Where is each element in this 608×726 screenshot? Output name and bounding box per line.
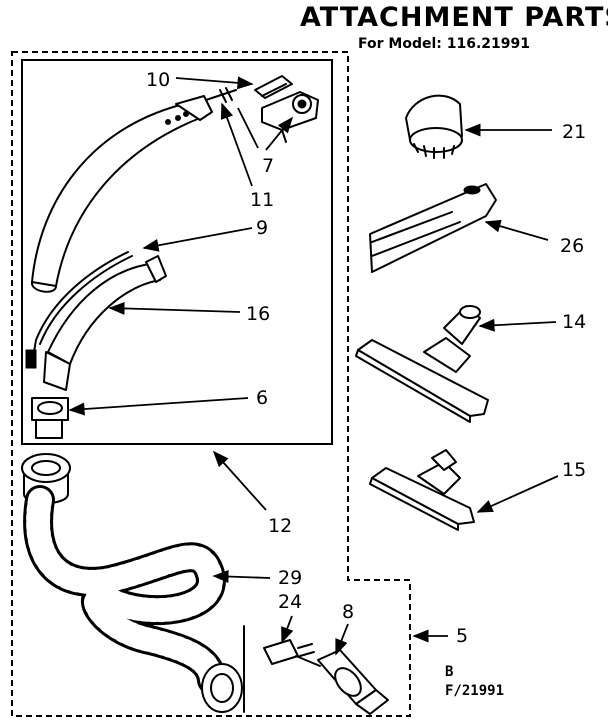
swivel-clamp-part (261, 91, 319, 143)
callout-15: 15 (562, 459, 586, 481)
wand-assembly-box (21, 59, 333, 445)
callout-10: 10 (146, 69, 170, 91)
coupling-part (31, 397, 69, 439)
callout-29: 29 (278, 567, 302, 589)
callout-7: 7 (262, 155, 274, 177)
callout-11: 11 (250, 189, 274, 211)
upholstery-tool-part (369, 183, 497, 273)
floor-brush-part (355, 305, 489, 423)
callout-6: 6 (256, 387, 268, 409)
connector-part (243, 625, 315, 713)
upper-wand-part (31, 95, 213, 293)
callout-26: 26 (560, 235, 584, 257)
flexible-hose-part (21, 453, 243, 713)
leader-16 (108, 301, 241, 315)
cord-clip-part (254, 75, 293, 99)
callout-21: 21 (562, 121, 586, 143)
leader-14 (478, 318, 557, 332)
callout-24: 24 (278, 591, 302, 613)
rug-tool-part (369, 449, 475, 531)
leader-15 (476, 475, 559, 513)
callout-8: 8 (342, 601, 354, 623)
power-cord-part (25, 251, 133, 369)
callout-16: 16 (246, 303, 270, 325)
leader-12 (212, 450, 267, 511)
leader-9 (142, 227, 253, 252)
leader-10 (175, 76, 254, 90)
hose-assembly-outline (11, 51, 411, 717)
leader-7 (265, 116, 294, 151)
model-subtitle: For Model: 116.21991 (358, 36, 530, 52)
leader-6 (68, 397, 249, 416)
screw-part (205, 87, 237, 103)
page-title: ATTACHMENT PARTS (300, 2, 608, 33)
leader-7a (237, 107, 259, 149)
leader-29 (212, 570, 271, 583)
leader-24 (281, 615, 294, 644)
callout-9: 9 (256, 217, 268, 239)
leader-26 (484, 219, 549, 241)
dusting-brush-part (405, 94, 463, 159)
diagram-code-line2: F/21991 (445, 683, 505, 699)
lower-wand-part (43, 255, 167, 391)
callout-14: 14 (562, 311, 586, 333)
leader-11 (220, 102, 253, 187)
leader-8 (335, 623, 349, 656)
callout-5: 5 (456, 625, 468, 647)
plug-end-part (295, 649, 389, 715)
callout-12: 12 (268, 515, 292, 537)
diagram-code-line1: B (445, 664, 454, 680)
